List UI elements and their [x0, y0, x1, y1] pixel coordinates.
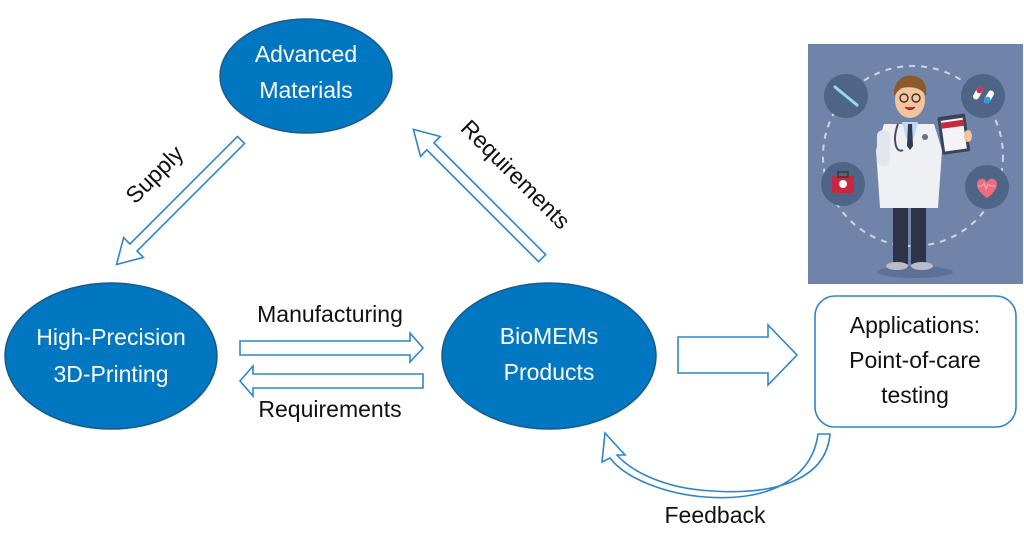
- node-high-precision-3d-printing: High-Precision 3D-Printing: [4, 282, 218, 430]
- requirements-diagonal-arrow: [412, 128, 547, 263]
- node-applications: Applications: Point-of-care testing: [814, 295, 1017, 428]
- feedback-arrow: [601, 431, 831, 499]
- node-advanced-materials-line1: Advanced: [255, 41, 357, 67]
- requirements-diagonal-label: Requirements: [456, 115, 576, 235]
- applications-arrow: [677, 323, 799, 387]
- node-high-precision-shape: [4, 282, 218, 430]
- node-biomems-line2: Products: [504, 359, 595, 385]
- node-advanced-materials-shape: [219, 18, 393, 134]
- feedback-label: Feedback: [664, 502, 766, 528]
- requirements-diagonal-arrow-shape: [412, 128, 547, 263]
- node-applications-line2: Point-of-care: [849, 347, 981, 373]
- requirements-horizontal-arrow: [238, 363, 424, 399]
- syringe-icon: [824, 74, 868, 118]
- doctor-illustration: [808, 44, 1023, 284]
- manufacturing-label: Manufacturing: [257, 301, 403, 327]
- node-biomems-products: BioMEMs Products: [441, 282, 657, 430]
- node-high-precision-line1: High-Precision: [36, 324, 186, 350]
- dashed-ring: [822, 65, 1004, 247]
- node-biomems-shape: [441, 282, 657, 430]
- node-biomems-line1: BioMEMs: [500, 323, 598, 349]
- first-aid-kit-icon: [821, 162, 865, 206]
- node-high-precision-line2: 3D-Printing: [53, 361, 168, 387]
- heart-rate-icon: [965, 165, 1009, 209]
- requirements-horizontal-label: Requirements: [258, 396, 401, 422]
- manufacturing-arrow: [239, 330, 425, 365]
- manufacturing-arrow-shape: [239, 330, 425, 365]
- node-applications-box: [814, 295, 1017, 428]
- requirements-horizontal-arrow-shape: [238, 363, 424, 399]
- supply-arrow-shape: [115, 135, 246, 266]
- applications-arrow-shape: [677, 323, 799, 387]
- node-applications-line3: testing: [881, 382, 949, 408]
- node-applications-line1: Applications:: [850, 312, 980, 338]
- supply-arrow: [115, 135, 246, 266]
- pills-icon: [961, 74, 1005, 118]
- node-advanced-materials-line2: Materials: [259, 77, 352, 103]
- doctor-figure: [876, 75, 972, 278]
- node-advanced-materials: Advanced Materials: [219, 18, 393, 134]
- feedback-arrow-shape: [601, 431, 831, 499]
